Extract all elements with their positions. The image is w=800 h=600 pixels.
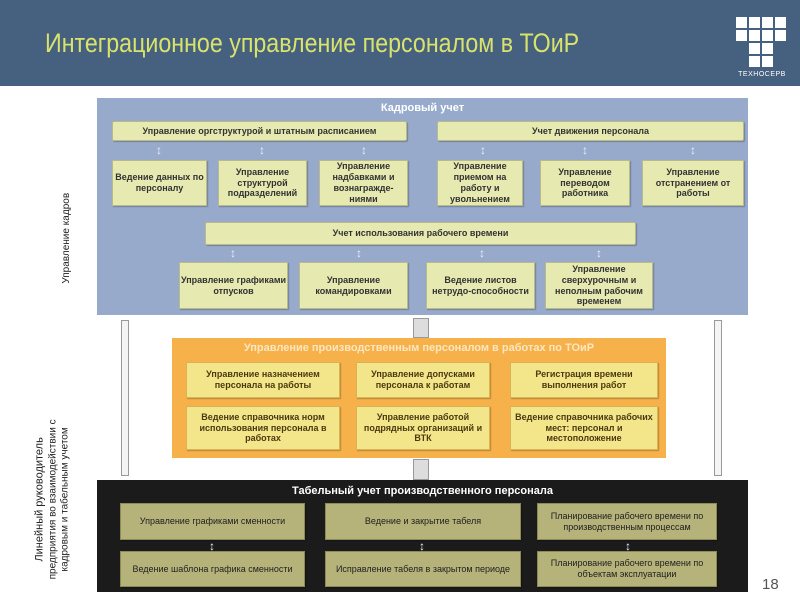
prod-box: Управление назначением персонала на рабо… [186,362,340,398]
timesheet-box: Планирование рабочего времени по объекта… [537,551,717,587]
double-arrow-icon: ↕ [156,143,162,157]
timesheet-box: Исправление табеля в закрытом периоде [325,551,521,587]
hr-box: Управление командировками [299,262,408,309]
left-connector-arrow-icon [121,320,129,476]
hr-box: Управление графиками отпусков [179,262,288,309]
double-arrow-icon: ↕ [690,143,696,157]
hr-box: Управление сверхурочным и неполным рабоч… [545,262,653,309]
double-arrow-icon: ↕ [259,143,265,157]
hr-box: Управление приемом на работу и увольнени… [437,160,523,206]
side-label-line: Линейный руководитель [33,437,46,562]
personnel-movement-bar: Учет движения персонала [437,121,744,141]
hr-box: Управление переводом работника [540,160,630,206]
prod-box: Управление допусками персонала к работам [356,362,490,398]
side-label-line: кадровым и табельным учетом [59,427,71,572]
double-arrow-icon: ↕ [625,539,631,553]
page-number: 18 [762,576,779,593]
timesheet-box: Управление графиками сменности [120,503,305,540]
double-arrow-icon: ↕ [596,246,602,260]
timesheet-box: Планирование рабочего времени по произво… [537,503,717,540]
double-arrow-icon: ↕ [230,246,236,260]
prod-box: Ведение справочника рабочих мест: персон… [510,406,658,450]
timesheet-box: Ведение шаблона графика сменности [120,551,305,587]
slide-title: Интеграционное управление персоналом в Т… [45,28,580,58]
hr-box: Управление структурой подразделений [218,160,307,206]
work-time-bar: Учет использования рабочего времени [205,222,636,245]
logo-text: ТЕХНОСЕРВ [738,71,786,78]
panel-title: Кадровый учет [380,102,465,114]
right-connector-arrow-icon [714,320,722,476]
double-arrow-icon: ↕ [582,143,588,157]
center-connector-arrow-icon [413,318,429,338]
technoserv-logo-icon [736,17,786,67]
prod-box: Ведение справочника норм использования п… [186,406,340,450]
slide-header [0,0,800,86]
timesheet-box: Ведение и закрытие табеля [325,503,521,540]
prod-box: Регистрация времени выполнения работ [510,362,658,398]
double-arrow-icon: ↕ [361,143,367,157]
org-structure-bar: Управление оргструктурой и штатным распи… [112,121,407,141]
double-arrow-icon: ↕ [209,539,215,553]
side-label-line: предприятия во взаимодействии с [47,419,59,580]
hr-box: Управление отстранением от работы [642,160,744,206]
panel-title: Управление производственным персоналом в… [243,342,595,354]
panel-title: Табельный учет производственного персона… [292,485,553,497]
center-connector-arrow-icon [413,459,429,480]
side-label-hr: Управление кадров [60,192,72,284]
double-arrow-icon: ↕ [480,143,486,157]
prod-box: Управление работой подрядных организаций… [356,406,490,450]
hr-box: Ведение данных по персоналу [112,160,207,206]
double-arrow-icon: ↕ [479,246,485,260]
side-label-line-manager: Линейный руководитель предприятия во вза… [34,399,73,599]
double-arrow-icon: ↕ [419,539,425,553]
double-arrow-icon: ↕ [356,246,362,260]
hr-box: Управление надбавками и вознагражде-ниям… [319,160,408,206]
hr-box: Ведение листов нетрудо-способности [426,262,535,309]
